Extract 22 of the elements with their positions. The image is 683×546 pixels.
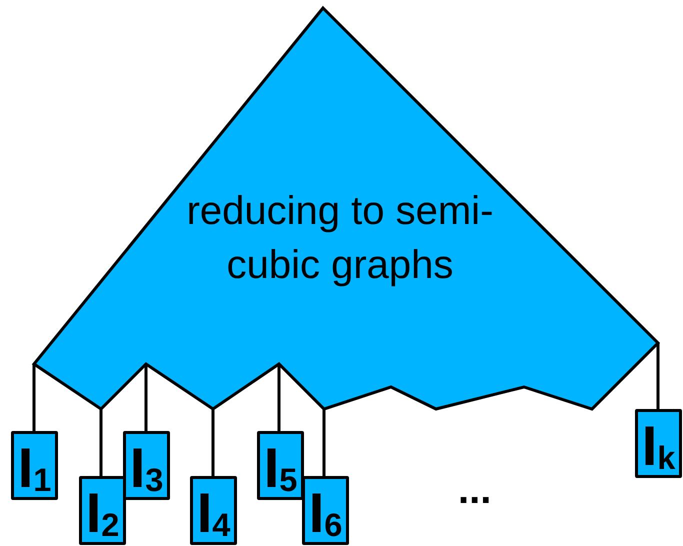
connector-line [100,409,102,476]
box-label: I$_{2}$ [86,484,120,540]
box-label: I$_{5}$ [264,440,298,496]
box-label: I$_{3}$ [130,440,164,496]
connector-line [656,343,660,409]
item-box [123,431,170,500]
box-label: I$_{4}$ [196,484,230,540]
item-box [11,431,58,500]
box-label: I$_{k}$ [642,418,676,474]
ellipsis: ... [458,470,492,510]
item-box [257,431,304,500]
box-label: I$_{6}$ [308,484,342,540]
item-box [79,476,126,545]
connector-line [278,364,280,431]
item-box [302,476,349,545]
connector-line [212,409,214,476]
shape-label: reducing to semi-cubic graphs [186,188,494,289]
connector-line [32,364,36,431]
connector-line [322,409,326,476]
box-label: I$_{1}$ [18,440,52,496]
item-box [635,409,682,478]
item-box [190,476,237,545]
